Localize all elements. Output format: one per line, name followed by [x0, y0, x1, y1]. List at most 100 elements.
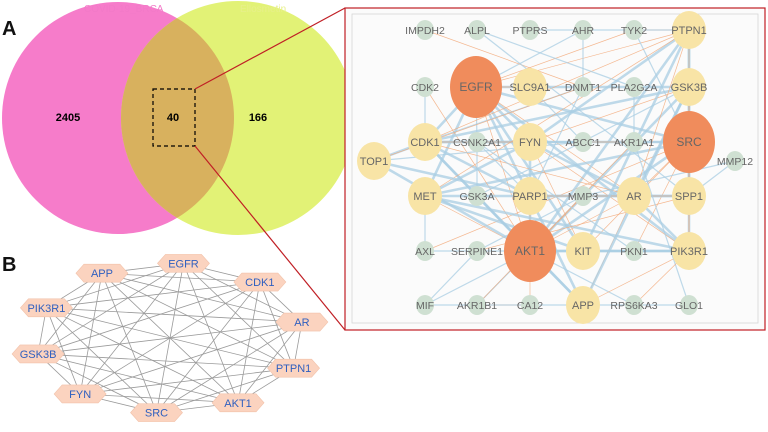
network-node-label: AKR1B1	[457, 300, 497, 312]
network-node-label: MMP12	[717, 156, 753, 168]
network-edge	[529, 28, 690, 144]
hub-edge	[46, 307, 157, 413]
network-edge	[476, 29, 690, 197]
network-edge	[424, 29, 690, 197]
hub-node-shape	[275, 312, 329, 332]
network-node-shape	[566, 286, 600, 324]
venn-left-count: 2405	[56, 112, 80, 124]
network-node-kit: KIT	[566, 232, 600, 270]
network-node-axl: AXL	[415, 241, 435, 261]
hub-node-shape	[267, 358, 320, 378]
network-node-label: AKT1	[515, 244, 545, 258]
hub-node-label: PTPN1	[276, 363, 311, 375]
network-node-label: CSNK2A1	[453, 137, 501, 149]
network-node-ptprs: PTPRS	[512, 20, 548, 40]
hub-node-label: FYN	[69, 389, 91, 401]
hub-node-egfr: EGFR	[157, 254, 210, 273]
network-node-label: APP	[572, 300, 594, 312]
network-node-mif: MIF	[416, 295, 434, 315]
network-node-label: AKR1A1	[614, 137, 654, 149]
network-edge	[528, 29, 691, 252]
network-node-shape	[680, 295, 698, 315]
network-edge	[424, 29, 584, 88]
network-edge	[529, 140, 635, 198]
panel-label-b: B	[2, 254, 16, 276]
network-node-label: AR	[626, 191, 641, 203]
hub-edge	[80, 393, 239, 404]
network-node-label: GSK3B	[671, 82, 708, 94]
network-node-shape	[625, 77, 643, 97]
network-edge	[475, 85, 690, 144]
network-node-shape	[625, 20, 643, 40]
network-node-shape	[468, 295, 486, 315]
network-node-shape	[574, 77, 592, 97]
hub-edge	[183, 263, 294, 369]
network-node-shape	[617, 177, 651, 215]
network-edge	[582, 250, 690, 306]
hub-edge	[46, 281, 260, 309]
network-node-csnk2a1: CSNK2A1	[453, 132, 501, 152]
network-edge	[582, 160, 736, 197]
network-node-shape	[468, 132, 486, 152]
network-edge	[529, 86, 690, 143]
network-node-shape	[408, 177, 442, 215]
network-node-label: SRC	[676, 135, 702, 149]
network-node-label: CDK1	[410, 137, 439, 149]
hub-node-label: PIK3R1	[27, 303, 65, 315]
network-node-shape	[672, 68, 706, 106]
venn-zoom-box	[152, 88, 196, 147]
network-node-label: SPP1	[675, 191, 703, 203]
network-node-label: ALPL	[464, 25, 490, 37]
network-node-shape	[468, 241, 486, 261]
hub-node-shape	[75, 263, 129, 283]
network-node-fyn: FYN	[513, 123, 547, 161]
network-node-label: KIT	[574, 246, 591, 258]
network-node-met: MET	[408, 177, 442, 215]
network-node-label: PKN1	[620, 246, 648, 258]
zoom-connector-top	[194, 7, 346, 90]
network-node-shape	[672, 177, 706, 215]
network-node-top1: TOP1	[357, 142, 391, 180]
hub-node-label: AR	[294, 317, 309, 329]
network-node-shape	[513, 68, 547, 106]
network-node-mmp12: MMP12	[717, 151, 753, 171]
network-node-shape	[450, 56, 502, 118]
network-node-abcc1: ABCC1	[565, 132, 601, 152]
network-node-label: MIF	[416, 300, 434, 312]
network-node-shape	[416, 295, 434, 315]
network-node-label: TYK2	[621, 25, 647, 37]
network-node-app: APP	[566, 286, 600, 324]
network-node-label: GSK3A	[459, 191, 494, 203]
hub-node-cdk1: CDK1	[233, 272, 287, 292]
network-node-label: ABCC1	[565, 137, 600, 149]
network-node-akt1: AKT1	[504, 220, 556, 282]
network-edge	[424, 194, 584, 253]
hub-edge	[38, 353, 294, 369]
network-node-label: DNMT1	[565, 82, 601, 94]
network-edge	[424, 250, 478, 306]
network-node-akr1a1: AKR1A1	[614, 132, 654, 152]
network-node-mmp3: MMP3	[568, 186, 598, 206]
network-node-label: IMPDH2	[405, 25, 445, 37]
network-node-shape	[416, 77, 434, 97]
network-node-parp1: PARP1	[512, 177, 548, 215]
network-node-shape	[574, 20, 592, 40]
network-edge	[476, 29, 635, 88]
venn-overlap-count: 40	[167, 112, 179, 124]
network-node-pkn1: PKN1	[620, 241, 648, 261]
hub-node-pik3r1: PIK3R1	[20, 298, 73, 318]
venn-overlap	[121, 2, 234, 234]
hub-node-label: APP	[91, 268, 113, 280]
network-node-label: EGFR	[459, 80, 493, 94]
network-node-label: TOP1	[360, 156, 389, 168]
hub-node-label: AKT1	[224, 398, 252, 410]
network-node-akr1b1: AKR1B1	[457, 295, 497, 315]
hub-edge	[101, 272, 239, 404]
hub-node-akt1: AKT1	[211, 393, 265, 413]
network-node-gsk3b: GSK3B	[671, 68, 708, 106]
network-node-label: FYN	[519, 137, 541, 149]
network-node-label: GLO1	[675, 300, 703, 312]
